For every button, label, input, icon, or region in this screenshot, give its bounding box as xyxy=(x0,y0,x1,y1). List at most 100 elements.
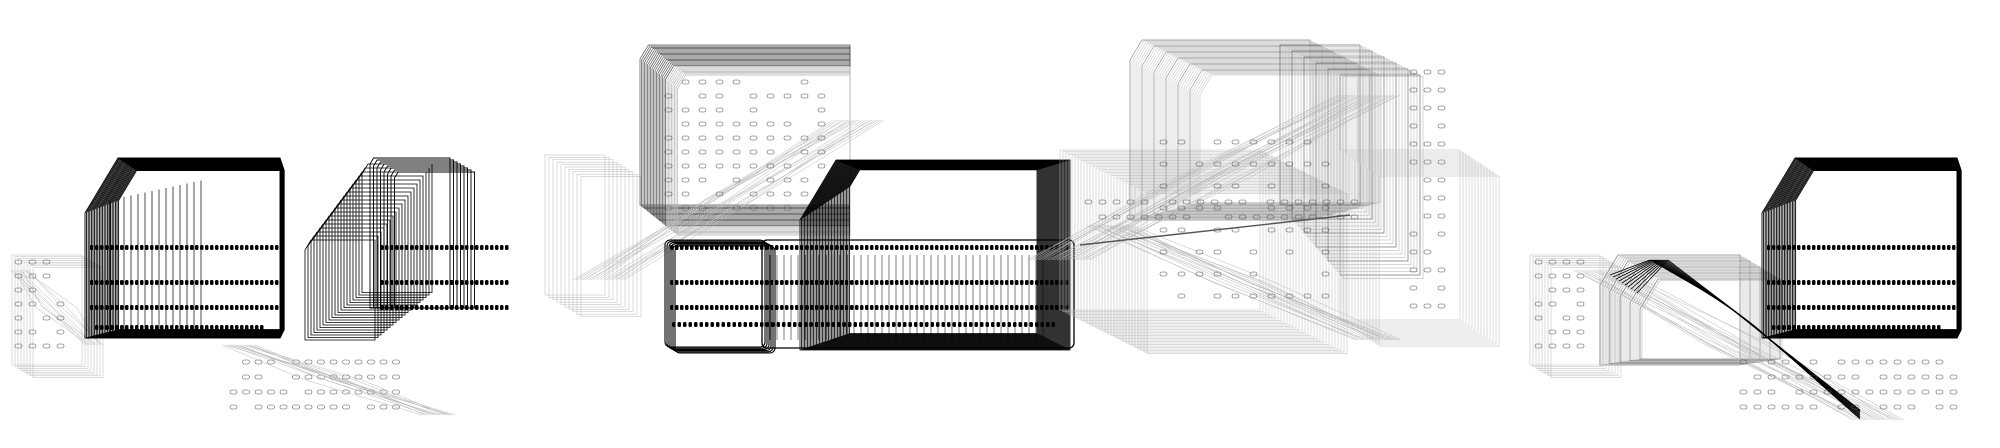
connector-line xyxy=(19,269,96,346)
node-dot xyxy=(725,280,729,285)
node-dot xyxy=(240,325,244,330)
node-dot xyxy=(125,305,129,310)
node-pill xyxy=(766,191,775,197)
node-dot xyxy=(735,245,739,250)
node-dot xyxy=(1782,245,1786,250)
node-dot xyxy=(250,325,254,330)
node-dot xyxy=(1812,245,1816,250)
node-dot xyxy=(825,280,829,285)
faint-layer xyxy=(1104,172,1306,333)
node-dot xyxy=(1010,280,1014,285)
sheet-outline xyxy=(337,195,409,313)
sheet-outline xyxy=(1621,267,1763,362)
faint-layer xyxy=(1306,58,1388,237)
node-pill xyxy=(392,374,400,380)
node-dot xyxy=(1065,280,1069,285)
node-dot xyxy=(1912,245,1916,250)
node-dot xyxy=(95,280,99,285)
node-dot xyxy=(225,280,229,285)
node-dot xyxy=(175,305,179,310)
sheet-outline xyxy=(1187,68,1369,206)
connector-line xyxy=(1614,269,1896,421)
node-dot xyxy=(115,280,119,285)
node-pill xyxy=(56,315,65,321)
node-dot xyxy=(275,245,279,250)
node-dot xyxy=(260,280,264,285)
node-pill xyxy=(1409,231,1418,237)
node-dot xyxy=(1045,280,1049,285)
block-frame xyxy=(664,239,766,348)
node-pill xyxy=(1851,374,1860,380)
node-pill xyxy=(1767,374,1776,380)
node-pill xyxy=(749,135,758,141)
node-dot xyxy=(875,322,879,327)
node-dot xyxy=(1902,325,1906,330)
node-dot xyxy=(1817,305,1821,310)
node-dot xyxy=(420,305,424,310)
node-dot xyxy=(804,322,808,327)
node-dot xyxy=(970,280,974,285)
node-dot xyxy=(940,280,944,285)
sheet-outline xyxy=(1131,40,1313,220)
node-dot xyxy=(853,322,857,327)
node-dot xyxy=(776,322,780,327)
sheet-outline xyxy=(358,167,430,296)
node-dot xyxy=(275,280,279,285)
node-pill xyxy=(749,93,758,99)
node-pill xyxy=(1437,285,1446,291)
node-dot xyxy=(1767,245,1771,250)
node-dot xyxy=(240,280,244,285)
node-dot xyxy=(410,280,414,285)
node-dot xyxy=(1847,325,1851,330)
node-dot xyxy=(925,305,929,310)
connector-line xyxy=(1083,94,1395,261)
node-dot xyxy=(710,305,714,310)
node-pill xyxy=(28,343,37,349)
node-pill xyxy=(1865,359,1874,365)
node-dot xyxy=(870,322,874,327)
node-dot xyxy=(265,305,269,310)
node-dot xyxy=(1877,245,1881,250)
node-dot xyxy=(405,280,409,285)
block-frame xyxy=(761,239,1075,349)
node-dot xyxy=(100,280,104,285)
sheet-outline xyxy=(369,157,451,309)
node-dot xyxy=(1852,325,1856,330)
node-dot xyxy=(745,305,749,310)
node-dot xyxy=(485,245,489,250)
node-dot xyxy=(815,305,819,310)
node-pill xyxy=(1562,259,1571,265)
node-dot xyxy=(1902,245,1906,250)
node-pill xyxy=(1294,199,1303,205)
connector-line xyxy=(1041,94,1353,261)
node-pill xyxy=(1213,183,1222,189)
connector-line xyxy=(13,269,90,346)
node-dot xyxy=(820,305,824,310)
node-pill xyxy=(1177,139,1186,145)
node-pill xyxy=(1266,199,1275,205)
node-dot xyxy=(1772,305,1776,310)
node-dot xyxy=(1777,305,1781,310)
node-dot xyxy=(1912,280,1916,285)
node-dot xyxy=(830,305,834,310)
node-pill xyxy=(817,107,826,113)
node-dot xyxy=(749,322,753,327)
node-dot xyxy=(914,322,918,327)
connector-line xyxy=(245,344,447,416)
node-dot xyxy=(255,305,259,310)
node-dot xyxy=(990,305,994,310)
node-pill xyxy=(1177,205,1186,211)
node-pill xyxy=(292,374,300,380)
sheet-outline xyxy=(849,169,1038,334)
faint-layer xyxy=(1336,73,1418,272)
node-dot xyxy=(980,305,984,310)
node-pill xyxy=(304,389,313,395)
node-dot xyxy=(185,325,189,330)
node-dot xyxy=(903,322,907,327)
sheet-outline xyxy=(645,49,851,211)
node-dot xyxy=(250,305,254,310)
node-dot xyxy=(810,245,814,250)
faint-layer xyxy=(1101,170,1303,332)
sheet-outline xyxy=(1139,44,1321,218)
node-dot xyxy=(470,245,474,250)
